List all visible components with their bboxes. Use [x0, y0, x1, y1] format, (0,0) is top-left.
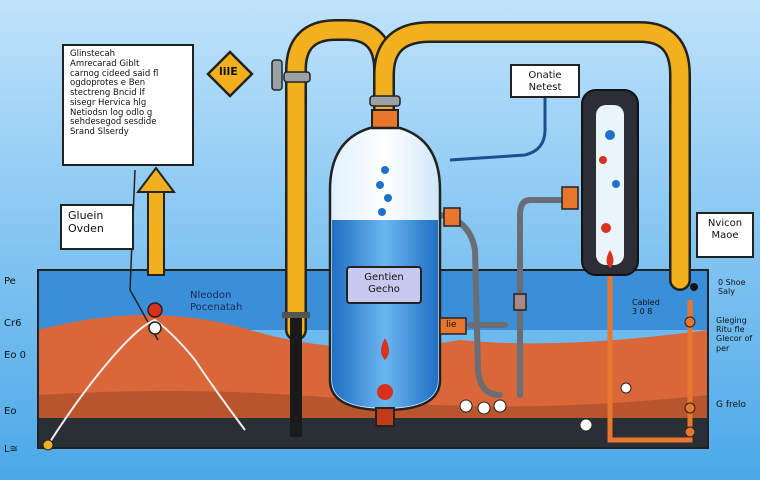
droplet-blue: [605, 130, 615, 140]
grey-pipe-b: [517, 197, 573, 398]
right-label-bottom: G frelo: [716, 400, 747, 410]
vessel-neck: [371, 109, 399, 129]
well-cap: [282, 312, 310, 318]
droplet-red: [599, 156, 607, 164]
droplet-red: [606, 250, 614, 268]
side-label-eo: Eo 0: [4, 350, 26, 361]
pipe-clamps: [271, 59, 401, 107]
droplet-blue: [612, 180, 620, 188]
side-label-ea: Eo: [4, 406, 17, 417]
droplet-blue: [378, 208, 386, 216]
valve-icon: [439, 186, 698, 438]
right-label-cabled: Cabled 3 0 8: [632, 298, 660, 317]
droplet-blue: [384, 194, 392, 202]
right-label-top: 0 Shoe Saly: [718, 278, 746, 297]
tap-label: lie: [446, 320, 457, 330]
soil-label: Nleodon Pocenatah: [190, 290, 243, 313]
supply-pipes: [285, 19, 691, 341]
vessel-label: Gentien Gecho: [346, 266, 422, 304]
sensor-line: [449, 95, 547, 162]
monitor-tube: [581, 89, 639, 276]
soil-probe: [42, 302, 246, 451]
droplet-blue: [381, 166, 389, 174]
vessel-valve: [375, 407, 395, 427]
droplet-red: [381, 338, 389, 360]
side-label-cr: Cr6: [4, 318, 22, 329]
droplet-blue: [376, 181, 384, 189]
bedrock-layer: [38, 418, 708, 448]
warning-sign-icon: [206, 50, 254, 98]
vessel-water: [332, 220, 438, 408]
orange-tube: [607, 270, 693, 443]
droplets: [376, 166, 393, 400]
warning-sign-label: lilE: [219, 65, 238, 78]
callout-box: Glinstecah Amrecarad Giblt carnog cideed…: [62, 44, 194, 166]
bubble-red: [377, 384, 393, 400]
side-label-le: L≅: [4, 444, 18, 455]
right-label-box: Nvicon Maoe: [696, 212, 754, 258]
well-casing: [290, 315, 302, 437]
droplet-red: [601, 223, 611, 233]
top-center-label-box: Onatie Netest: [510, 64, 580, 98]
up-arrow-icon: [136, 166, 176, 276]
right-label-mid: Gleging Ritu fle Glecor of per: [716, 316, 753, 353]
left-label-box: Gluein Ovden: [60, 204, 134, 250]
pipe-right: [375, 23, 689, 289]
side-label-pe: Pe: [4, 276, 16, 287]
